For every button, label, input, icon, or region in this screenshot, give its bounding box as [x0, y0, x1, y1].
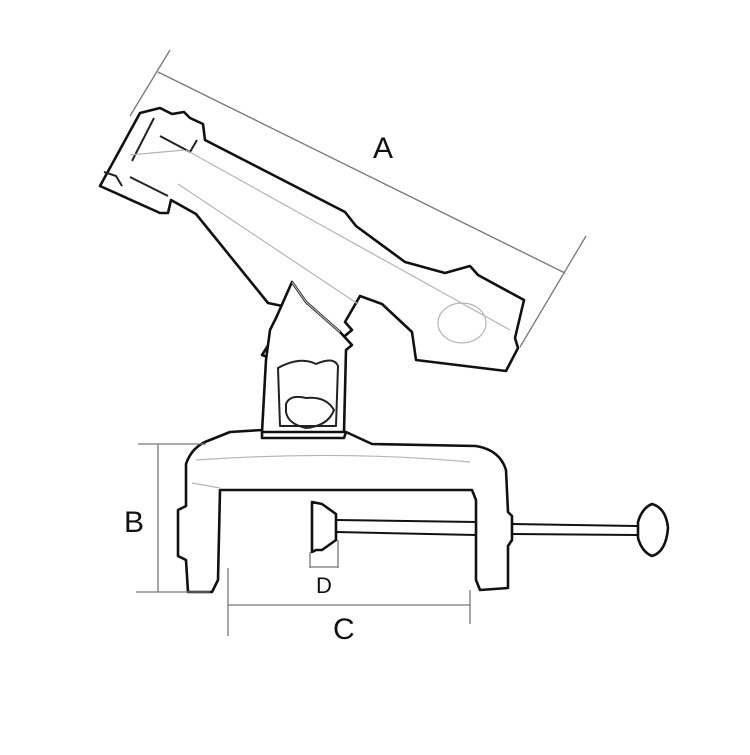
- dimension-a-lines: [129, 49, 587, 348]
- pivot-neck: [260, 280, 354, 434]
- c-clamp: [176, 428, 514, 594]
- dimension-label-a: A: [373, 132, 394, 165]
- dimension-c-lines: [227, 568, 471, 636]
- dimension-b-lines: [136, 443, 210, 593]
- dimension-label-c: C: [333, 613, 355, 646]
- dimension-label-b: B: [124, 506, 145, 539]
- rod-tube: [98, 106, 526, 373]
- dimension-d-lines: [309, 540, 339, 568]
- clamp-screw: [310, 500, 670, 558]
- dimension-label-d: D: [316, 573, 332, 598]
